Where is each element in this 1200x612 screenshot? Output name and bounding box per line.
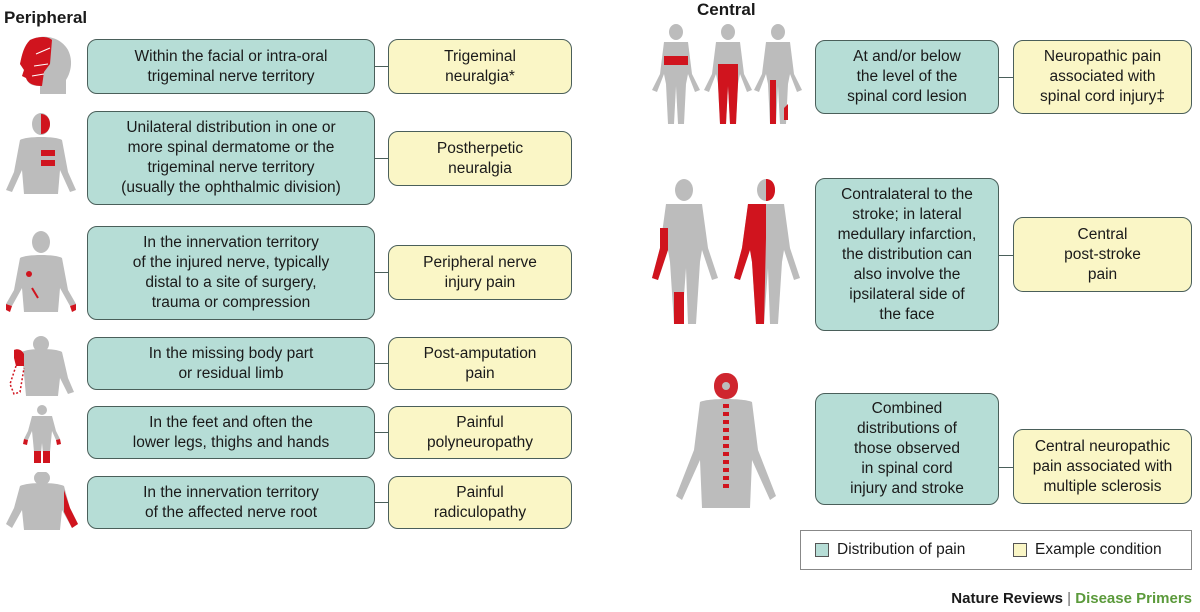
back-torso-figure [6,472,78,530]
distribution-box: At and/or below the level of the spinal … [815,40,999,114]
condition-box: Central post-stroke pain [1013,217,1192,292]
head-profile-figure [20,36,72,94]
upper-body-figure [6,113,76,194]
connector-line [375,363,388,364]
distribution-box: In the innervation territory of the inju… [87,226,375,320]
legend-distribution-label: Distribution of pain [837,541,966,558]
connector-line [375,432,388,433]
distribution-box: Contralateral to the stroke; in lateral … [815,178,999,331]
condition-box: Trigeminal neuralgia* [388,39,572,94]
distribution-box: In the feet and often the lower legs, th… [87,406,375,459]
distribution-box: In the innervation territory of the affe… [87,476,375,529]
condition-box: Neuropathic pain associated with spinal … [1013,40,1192,114]
connector-line [375,502,388,503]
spine-back-figure [676,373,776,508]
condition-box: Post-amputation pain [388,337,572,390]
connector-line [999,467,1013,468]
peripheral-heading: Peripheral [4,8,88,27]
journal-name: Nature Reviews [951,590,1063,607]
footer-separator: | [1067,590,1072,607]
series-name: Disease Primers [1075,590,1192,607]
condition-box: Painful polyneuropathy [388,406,572,459]
connector-line [999,255,1013,256]
connector-line [375,66,388,67]
condition-swatch [1013,543,1027,557]
central-heading: Central [697,0,756,19]
legend: Distribution of pain Example condition [800,530,1192,570]
condition-box: Peripheral nerve injury pain [388,245,572,300]
upper-body-figure [6,231,76,312]
distribution-box: Combined distributions of those observed… [815,393,999,505]
footer-credit: Nature Reviews | Disease Primers [951,590,1192,607]
distribution-box: Unilateral distribution in one or more s… [87,111,375,205]
distribution-box: Within the facial or intra-oral trigemin… [87,39,375,94]
connector-line [375,158,388,159]
two-bodies-figure [652,179,800,324]
condition-box: Central neuropathic pain associated with… [1013,429,1192,504]
connector-line [375,272,388,273]
distribution-swatch [815,543,829,557]
amputee-torso-figure [9,336,74,396]
distribution-box: In the missing body part or residual lim… [87,337,375,390]
connector-line [999,77,1013,78]
full-body-figure [23,405,61,463]
condition-box: Painful radiculopathy [388,476,572,529]
three-bodies-figure [652,24,802,124]
legend-condition-label: Example condition [1035,541,1162,558]
condition-box: Postherpetic neuralgia [388,131,572,186]
